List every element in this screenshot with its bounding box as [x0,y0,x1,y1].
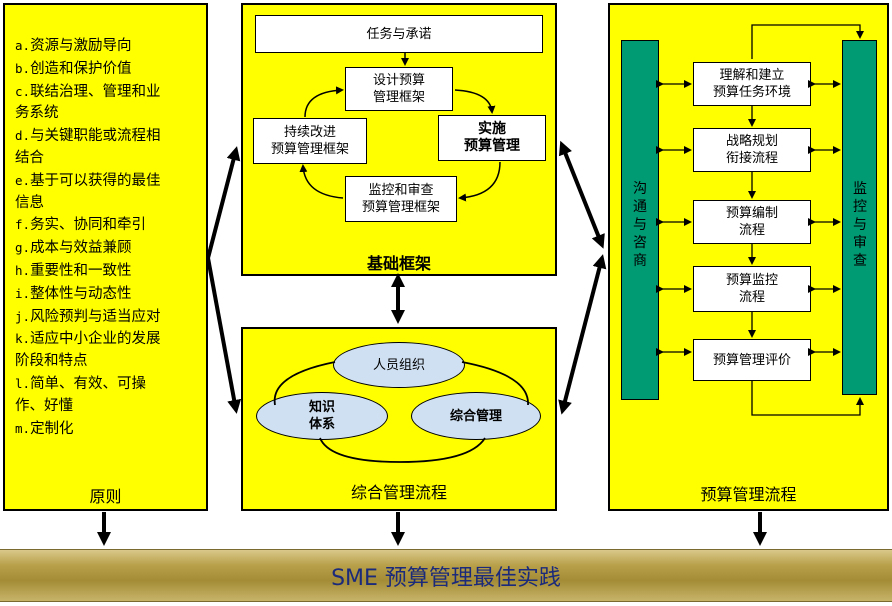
budget-step-2: 战略规划 衔接流程 [693,128,811,172]
monitoring-bar-label: 监 控 与 审 查 [853,181,867,269]
principle-text: 风险预判与适当应对 [30,308,161,325]
cycle-arrow-design-implement [454,89,496,114]
arrow-integrated-budget [558,254,607,415]
principle-text: 整体性与动态性 [30,285,132,302]
principle-item: l.简单、有效、可操 作、好懂 [15,373,205,418]
principle-item: m.定制化 [15,418,205,441]
cycle-arrow-monitor-improve [299,164,344,199]
principle-letter: f. [15,217,31,233]
mandate-box: 任务与承诺 [255,15,543,53]
principle-text: 资源与激励导向 [30,38,132,54]
best-practice-label: SME 预算管理最佳实践 [331,565,561,591]
budget-step-4: 预算监控 流程 [693,266,811,312]
principle-letter: a. [15,38,31,53]
framework-cycle [299,53,501,202]
principles-title: 原则 [89,487,122,506]
principle-item: h.重要性和一致性 [15,260,205,283]
budget-title: 预算管理流程 [700,485,797,504]
principle-letter: j. [15,308,31,324]
principle-letter: i. [15,285,31,301]
integrated-ring [273,361,529,463]
principle-text: 简单、有效、可操 作、好懂 [15,375,147,414]
principle-item: g.成本与效益兼顾 [15,237,205,260]
principle-item: b.创造和保护价值 [15,58,205,81]
communication-bar [621,40,659,400]
principle-letter: k. [15,331,31,347]
principle-letter: h. [15,262,31,278]
arrow-framework-budget [558,140,605,249]
principle-letter: m. [15,420,31,436]
integrated-title: 综合管理流程 [350,483,447,502]
principle-letter: g. [15,240,31,256]
principle-text: 基于可以获得的最佳 信息 [15,172,161,211]
budget-side-arrows [656,80,841,356]
principle-item: a.资源与激励导向 [15,35,205,58]
principle-text: 务实、协同和牵引 [30,217,147,234]
monitoring-bar [842,40,877,395]
budget-step-3: 预算编制 流程 [693,200,811,244]
principle-text: 重要性和一致性 [30,262,132,279]
principle-text: 联结治理、管理和业 务系统 [15,83,161,122]
improve-box: 持续改进 预算管理框架 [253,118,367,164]
principle-item: i.整体性与动态性 [15,283,205,306]
principle-letter: l. [15,375,31,391]
arrow-principles-framework [206,146,241,259]
arrow-principles-integrated [206,257,242,414]
cycle-arrow-implement-monitor [458,161,501,202]
budget-step-1: 理解和建立 预算任务环境 [693,62,811,106]
principle-letter: b. [15,60,31,76]
knowledge-ellipse: 知识 体系 [256,392,388,440]
management-ellipse: 综合管理 [411,392,541,440]
principle-item: c.联结治理、管理和业 务系统 [15,81,205,126]
principle-text: 创造和保护价值 [30,60,132,77]
big-arrows [97,140,767,546]
communication-bar-label: 沟 通 与 咨 商 [633,181,647,269]
principle-item: d.与关键职能或流程相 结合 [15,125,205,170]
monitor-box: 监控和审查 预算管理框架 [345,176,457,222]
principle-text: 与关键职能或流程相 结合 [15,128,161,166]
principle-text: 适应中小企业的发展 阶段和特点 [15,331,161,370]
budget-connectors [748,24,864,416]
principle-letter: c. [15,83,31,99]
principle-text: 成本与效益兼顾 [30,240,132,257]
principle-item: e.基于可以获得的最佳 信息 [15,170,205,215]
design-box: 设计预算 管理框架 [345,67,453,111]
principle-item: f.务实、协同和牵引 [15,214,205,237]
budget-step-5: 预算管理评价 [693,339,811,381]
people-ellipse: 人员组织 [333,342,465,388]
cycle-arrow-improve-design [304,86,344,118]
framework-title: 基础框架 [366,254,431,273]
principle-item: j.风险预判与适当应对 [15,306,205,329]
principle-item: k.适应中小企业的发展 阶段和特点 [15,328,205,373]
principle-letter: e. [15,172,31,188]
principle-letter: d. [15,128,31,144]
implement-box: 实施 预算管理 [438,115,546,161]
best-practice-bar: SME 预算管理最佳实践 [0,549,892,602]
principle-text: 定制化 [30,420,74,437]
